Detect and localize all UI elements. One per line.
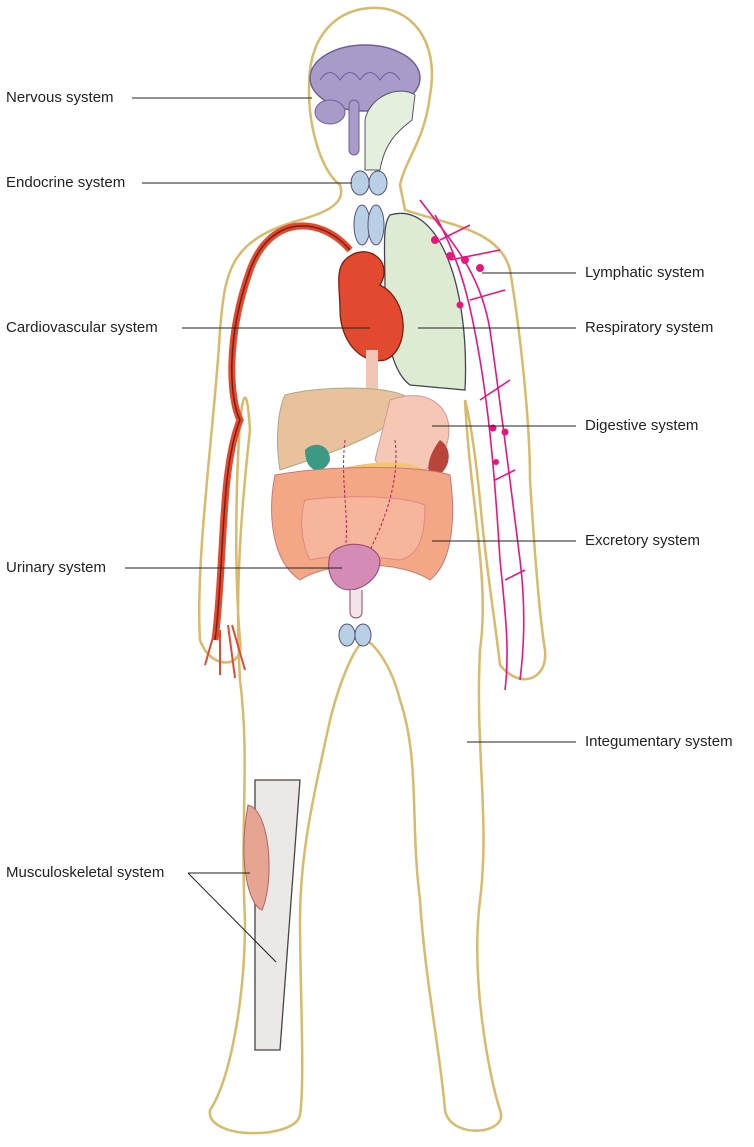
label-excretory-system: Excretory system	[585, 532, 701, 549]
spleen	[428, 440, 449, 478]
small-intestine	[301, 496, 426, 561]
label-cardiovascular-system: Cardiovascular system	[6, 319, 158, 336]
esophagus	[366, 350, 378, 400]
lymph-nodes	[431, 236, 509, 465]
ureters	[343, 439, 397, 551]
label-lymphatic-system: Lymphatic system	[585, 264, 705, 281]
label-integumentary-system: Integumentary system	[585, 733, 733, 750]
gallbladder	[305, 444, 330, 471]
label-urinary-system: Urinary system	[6, 559, 107, 576]
urethra	[349, 590, 363, 619]
thyroid	[350, 170, 388, 246]
label-endocrine-system: Endocrine system	[6, 174, 126, 191]
label-nervous-system: Nervous system	[6, 89, 114, 106]
heart	[338, 251, 404, 362]
nasal-airway	[364, 90, 416, 171]
leader-lines	[125, 97, 576, 963]
arm-vessels	[204, 624, 246, 679]
label-digestive-system: Digestive system	[585, 417, 699, 434]
bladder	[328, 543, 381, 591]
vein	[214, 225, 351, 641]
label-respiratory-system: Respiratory system	[585, 319, 714, 336]
label-musculoskeletal-system: Musculoskeletal system	[6, 864, 165, 881]
leg-muscle	[243, 804, 270, 911]
testes	[338, 623, 372, 647]
